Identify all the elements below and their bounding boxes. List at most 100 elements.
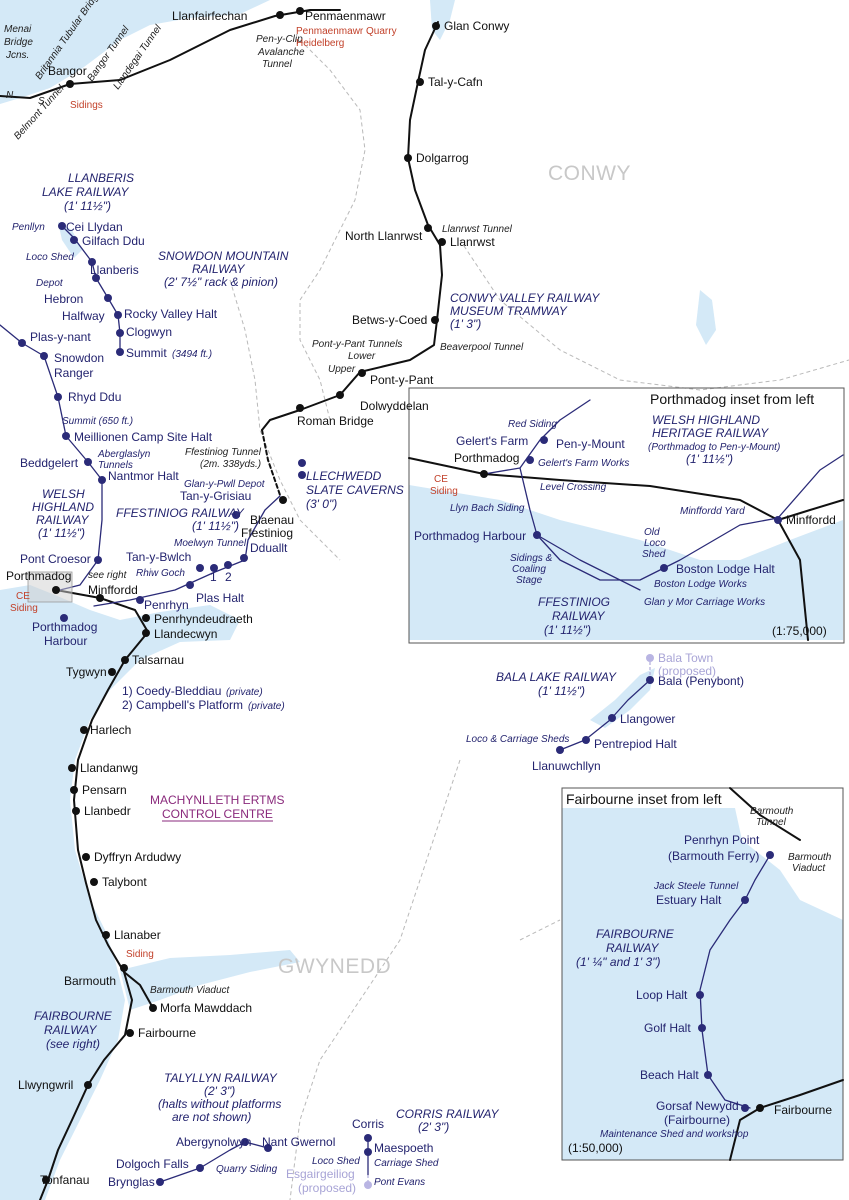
label-tygwyn: Tygwyn	[66, 665, 107, 679]
corris-title-1: CORRIS RAILWAY	[396, 1107, 499, 1121]
label-penrhyn-point: Penrhyn Point	[684, 833, 760, 847]
label-jcns: Jcns.	[5, 50, 29, 61]
tal-title-4: are not shown)	[172, 1110, 251, 1124]
label-beddgelert: Beddgelert	[20, 456, 79, 470]
label-maintenance-shed: Maintenance Shed and workshop	[600, 1129, 749, 1140]
corris-title-2: (2' 3")	[418, 1120, 449, 1134]
label-heidelberg: Heidelberg	[296, 38, 344, 49]
label-machynlleth-2: CONTROL CENTRE	[162, 807, 273, 821]
label-loop-halt: Loop Halt	[636, 988, 688, 1002]
label-cei-llydan: Cei Llydan	[66, 220, 123, 234]
whr-title-3: RAILWAY	[36, 513, 89, 527]
whr-title-2: HIGHLAND	[32, 500, 94, 514]
tremadog-bay	[0, 585, 240, 1200]
label-pont-tunnels: Pont-y-Pant Tunnels	[312, 339, 402, 350]
label-talsarnau: Talsarnau	[132, 653, 184, 667]
tal-title-1: TALYLLYN RAILWAY	[164, 1071, 278, 1085]
whhr-title-3: (Porthmadog to Pen-y-Mount)	[648, 442, 780, 453]
label-llanbedr: Llanbedr	[84, 804, 131, 818]
label-see-right: see right	[88, 570, 128, 581]
fairbourne-title-1: FAIRBOURNE	[34, 1009, 113, 1023]
label-gilfach-ddu: Gilfach Ddu	[82, 234, 145, 248]
label-llanrwst-tunnel: Llanrwst Tunnel	[442, 224, 513, 235]
label-private-2: 2) Campbell's Platform	[122, 698, 243, 712]
label-tan-y-grisiau: Tan-y-Grisiau	[180, 489, 251, 503]
porthmadog-inset-title: Porthmadog inset from left	[650, 391, 814, 407]
label-barmouth: Barmouth	[64, 974, 116, 988]
label-ce-siding: Siding	[10, 603, 38, 614]
label-old: Old	[644, 527, 660, 538]
label-private-1: 1) Coedy-Bleddiau	[122, 684, 221, 698]
label-penllyn: Penllyn	[12, 222, 45, 233]
label-tonfanau: Tonfanau	[40, 1173, 89, 1187]
cvr-title-2: MUSEUM TRAMWAY	[450, 304, 568, 318]
label-llanrwst: Llanrwst	[450, 235, 495, 249]
label-dolgoch: Dolgoch Falls	[116, 1157, 189, 1171]
label-boston-lodge-halt: Boston Lodge Halt	[676, 562, 775, 576]
label-harlech: Harlech	[90, 723, 131, 737]
conwy-valley-line	[261, 21, 443, 431]
label-gelerts-farm: Gelert's Farm	[456, 434, 528, 448]
label-tan-y-bwlch: Tan-y-Bwlch	[126, 550, 191, 564]
bala-title-2: (1' 11½")	[538, 684, 585, 698]
label-pentrepiod: Pentrepiod Halt	[594, 737, 677, 751]
whhr-title-2: HERITAGE RAILWAY	[652, 426, 769, 440]
label-barmouth-tunnel-1: Barmouth	[750, 806, 794, 817]
label-nant-gwernol: Nant Gwernol	[262, 1135, 335, 1149]
ffr-inset-title-3: (1' 11½")	[544, 623, 591, 637]
label-summit: Summit	[126, 346, 167, 360]
label-corris-carriage: Carriage Shed	[374, 1158, 439, 1169]
label-aberglaslyn: Aberglaslyn	[97, 449, 151, 460]
porthmadog-inset-frame	[408, 387, 845, 644]
label-llangower: Llangower	[620, 712, 675, 726]
label-bala-town: Bala Town	[658, 651, 713, 665]
label-harbour-h: Harbour	[44, 634, 87, 648]
label-moelwyn-tunnel: Moelwyn Tunnel	[174, 538, 247, 549]
label-boston-works: Boston Lodge Works	[654, 579, 747, 590]
label-rhiw-goch: Rhiw Goch	[136, 568, 185, 579]
smr-title-2: RAILWAY	[192, 262, 245, 276]
llechwedd-title-2: SLATE CAVERNS	[306, 483, 404, 497]
cvr-title-1: CONWY VALLEY RAILWAY	[450, 291, 600, 305]
llr-title-3: (1' 11½")	[64, 199, 111, 213]
fair-inset-title-3: (1' ¼" and 1' 3")	[576, 955, 660, 969]
fairbourne-inset-title: Fairbourne inset from left	[566, 791, 722, 807]
reservoir-conwy	[696, 290, 716, 345]
label-beach-halt: Beach Halt	[640, 1068, 699, 1082]
label-pont-y-pant: Pont-y-Pant	[370, 373, 434, 387]
label-sidings-coaling-1: Sidings &	[510, 553, 553, 564]
label-llanaber-siding: Siding	[126, 949, 154, 960]
label-upper: Upper	[328, 364, 356, 375]
ffr-title-1: FFESTINIOG RAILWAY	[116, 506, 245, 520]
label-pont-evans: Pont Evans	[374, 1177, 425, 1188]
label-lower: Lower	[348, 351, 376, 362]
label-minffordd-inset: Minffordd	[786, 513, 836, 527]
label-porthmadog-h: Porthmadog	[32, 620, 97, 634]
label-minffordd: Minffordd	[88, 583, 138, 597]
label-ce-siding-inset: Siding	[430, 486, 458, 497]
label-sidings-coaling-3: Stage	[516, 575, 543, 586]
label-golf-halt: Golf Halt	[644, 1021, 691, 1035]
label-pen-y-mount: Pen-y-Mount	[556, 437, 625, 451]
talyllyn-line	[159, 1141, 269, 1183]
label-ranger: Ranger	[54, 366, 93, 380]
label-glan-y-pwll: Glan-y-Pwll Depot	[184, 479, 266, 490]
mawddach-estuary	[120, 950, 300, 1010]
label-rocky-valley: Rocky Valley Halt	[124, 307, 218, 321]
cambrian-coast-line	[39, 589, 149, 1200]
label-barmouth-tunnel-2: Tunnel	[756, 817, 787, 828]
heritage-station-dots	[18, 222, 782, 1186]
fairbourne-inset-water	[562, 808, 843, 1160]
label-corris-loco: Loco Shed	[312, 1156, 360, 1167]
label-jack-steele: Jack Steele Tunnel	[653, 881, 739, 892]
label-glan-y-mor: Glan y Mor Carriage Works	[644, 597, 765, 608]
label-menai: Menai	[4, 24, 32, 35]
label-snowdon: Snowdon	[54, 351, 104, 365]
label-fairbourne: Fairbourne	[138, 1026, 196, 1040]
label-meillionen: Meillionen Camp Site Halt	[74, 430, 213, 444]
label-roman-bridge: Roman Bridge	[297, 414, 374, 428]
label-pont-croesor: Pont Croesor	[20, 552, 91, 566]
label-dduallt: Dduallt	[250, 541, 288, 555]
smr-title-1: SNOWDON MOUNTAIN	[158, 249, 289, 263]
